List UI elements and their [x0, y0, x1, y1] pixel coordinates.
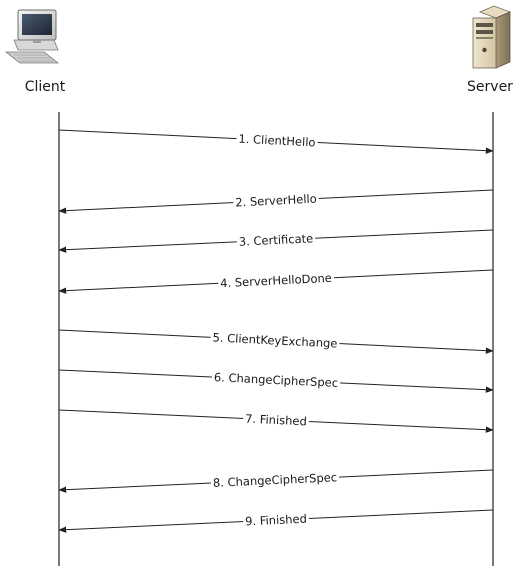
messages: 1. ClientHello 2. ServerHello 3. Certifica… — [58, 129, 494, 533]
message-label-background — [210, 330, 340, 351]
message-6: 6. ChangeCipherSpec — [58, 369, 494, 393]
message-label-background — [242, 511, 310, 529]
message-label: 6. ChangeCipherSpec — [214, 370, 339, 390]
message-label: 1. ClientHello — [238, 132, 316, 150]
message-2: 2. ServerHello — [58, 189, 494, 214]
message-label-background — [211, 370, 341, 390]
server-tower-icon — [472, 5, 512, 69]
message-label: 5. ClientKeyExchange — [212, 330, 337, 350]
message-label-background — [232, 191, 320, 210]
server-label: Server — [467, 79, 513, 95]
message-label-background — [210, 470, 340, 490]
message-label: 7. Finished — [245, 412, 307, 429]
message-label-background — [236, 131, 318, 150]
message-label: 4. ServerHelloDone — [220, 271, 332, 290]
message-label: 3. Certificate — [239, 231, 314, 248]
message-label-background — [236, 231, 316, 249]
message-9: 9. Finished — [58, 509, 494, 533]
message-label: 8. ChangeCipherSpec — [213, 470, 338, 490]
message-label: 9. Finished — [245, 512, 307, 529]
message-4: 4. ServerHelloDone — [58, 269, 494, 294]
desktop-computer-icon — [4, 9, 60, 64]
message-8: 8. ChangeCipherSpec — [58, 469, 494, 493]
client-label: Client — [25, 79, 66, 95]
message-1: 1. ClientHello — [58, 129, 494, 154]
message-7: 7. Finished — [58, 409, 494, 433]
message-label-background — [242, 411, 310, 429]
message-label-background — [217, 270, 335, 291]
message-3: 3. Certificate — [58, 229, 494, 253]
message-label: 2. ServerHello — [235, 192, 317, 210]
message-5: 5. ClientKeyExchange — [58, 329, 494, 354]
